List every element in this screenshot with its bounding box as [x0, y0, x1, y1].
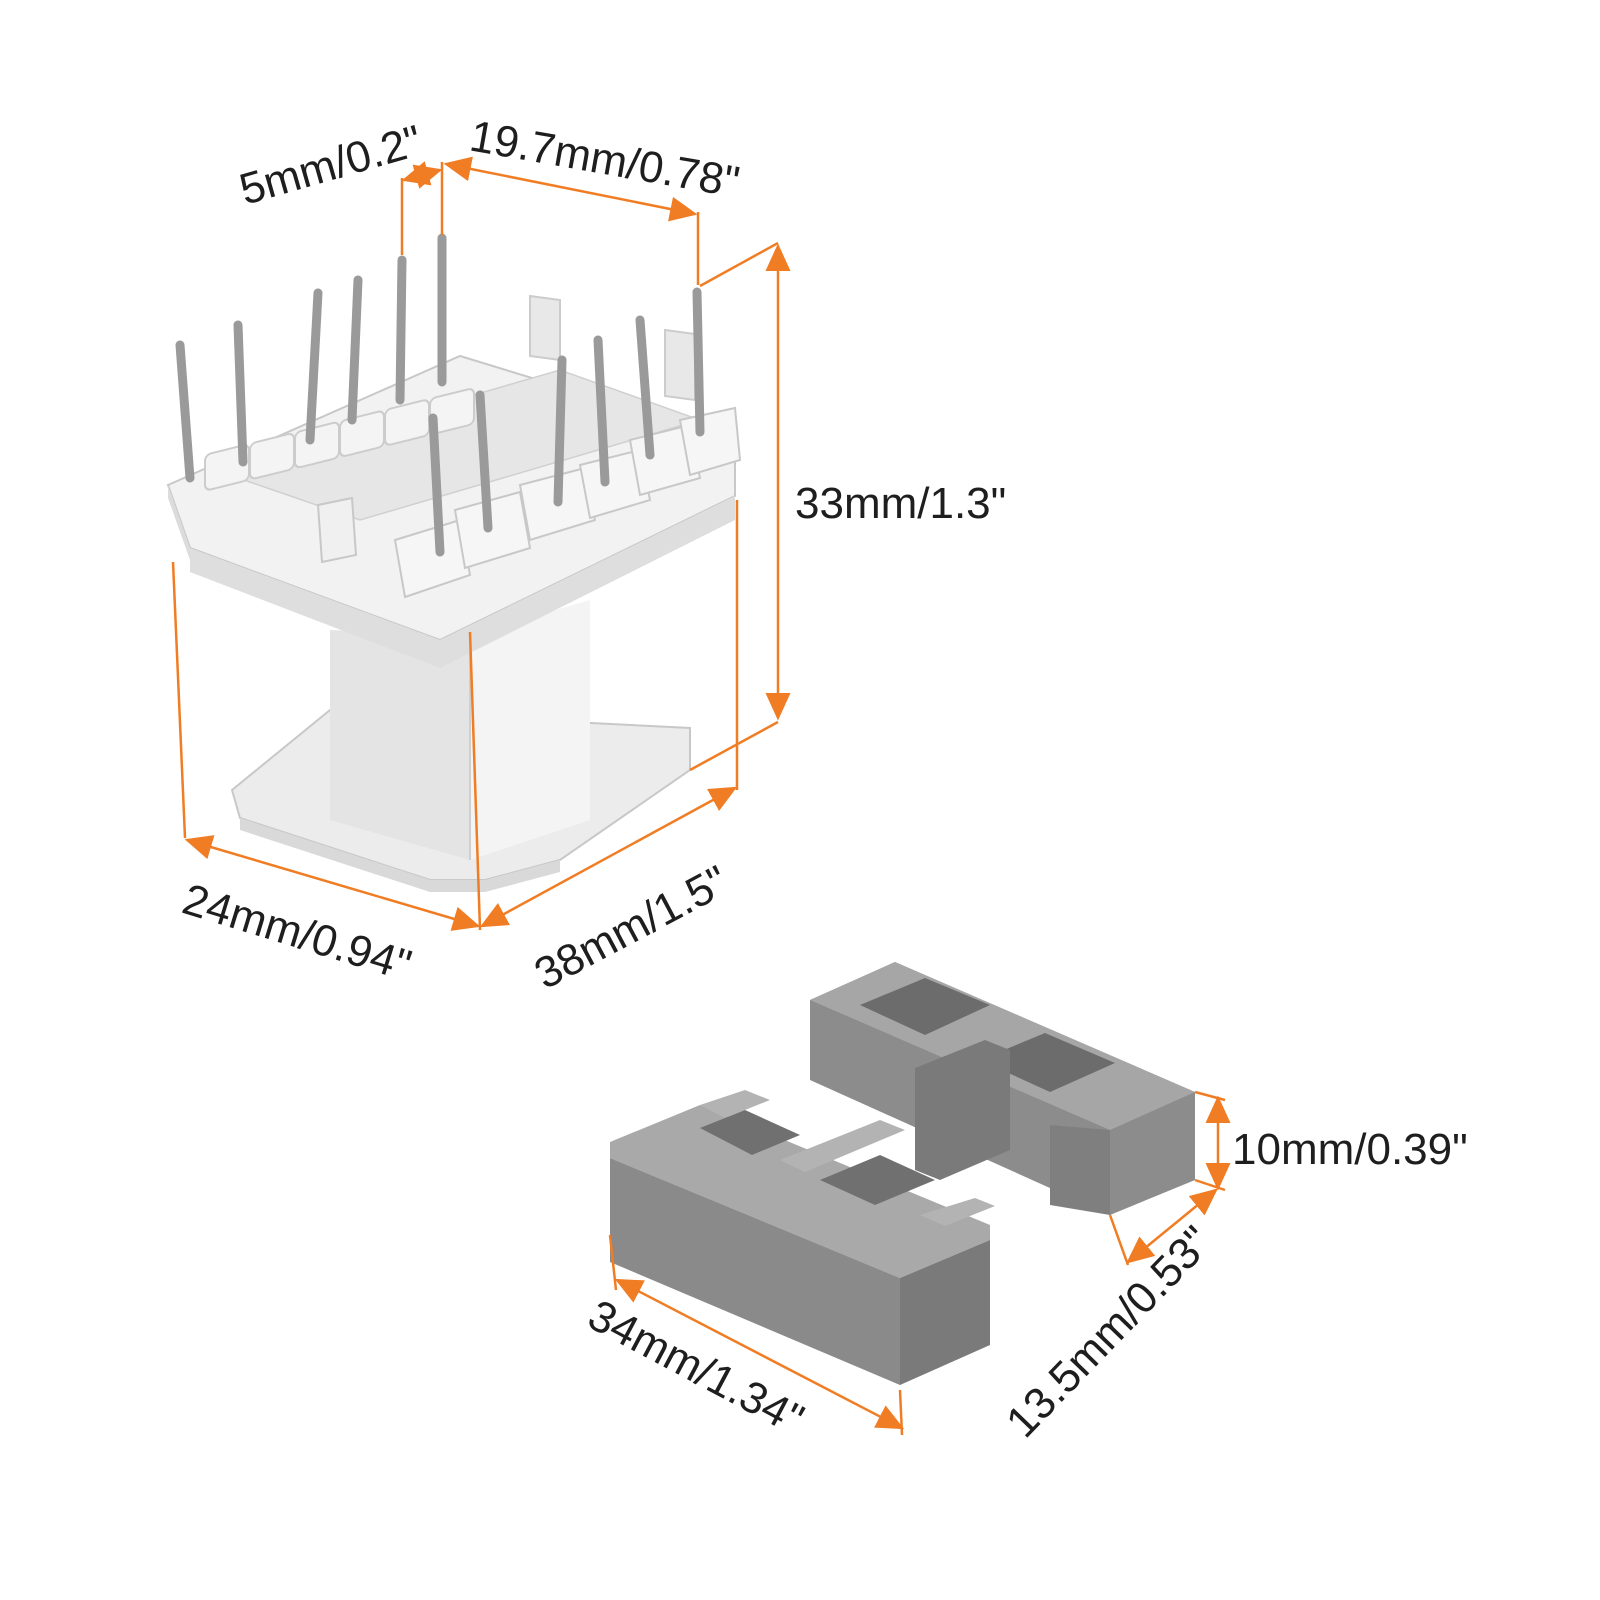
label-core-height: 10mm/0.39" — [1232, 1125, 1468, 1174]
pin — [305, 288, 323, 445]
dim-line-core-length — [614, 1278, 905, 1430]
dim-line-height-ext-top — [699, 241, 779, 288]
dim-line-height-ext-bottom — [689, 720, 779, 772]
label-bobbin-width: 24mm/0.94" — [177, 875, 417, 991]
coil-bobbin — [166, 233, 742, 892]
pin — [475, 390, 493, 533]
label-pin-row-span: 19.7mm/0.78" — [466, 112, 743, 208]
dim-line-bobbin-length — [479, 786, 738, 928]
dim-line-core-depth — [1126, 1188, 1218, 1264]
label-bobbin-length: 38mm/1.5" — [527, 856, 737, 998]
pin — [635, 315, 655, 460]
dim-line-core-depth-ext — [1108, 1214, 1130, 1266]
pin — [395, 255, 407, 405]
pin — [428, 413, 445, 557]
label-pin-pitch: 5mm/0.2" — [234, 116, 427, 215]
pin — [175, 340, 195, 483]
pin — [593, 335, 610, 487]
label-core-depth: 13.5mm/0.53" — [997, 1217, 1221, 1447]
pin — [233, 320, 248, 467]
pin — [553, 355, 567, 507]
pin — [347, 275, 363, 425]
dim-line-core-height-ext-top — [1194, 1090, 1226, 1102]
e-core-back-half — [810, 962, 1195, 1215]
dim-line-width-ext-left — [171, 561, 187, 839]
bobbin-top-back-wall — [529, 294, 696, 402]
dim-line-pin-row-span — [443, 156, 698, 222]
dim-line-pin-pitch — [401, 161, 443, 189]
dimension-lines — [171, 156, 1231, 1436]
bobbin-front-pins — [428, 287, 705, 557]
pin — [692, 287, 705, 437]
bobbin-back-pins — [175, 233, 447, 483]
label-bobbin-height: 33mm/1.3" — [795, 479, 1006, 528]
dim-line-core-height-ext-bottom — [1194, 1178, 1226, 1192]
dim-line-bobbin-width — [184, 835, 481, 931]
